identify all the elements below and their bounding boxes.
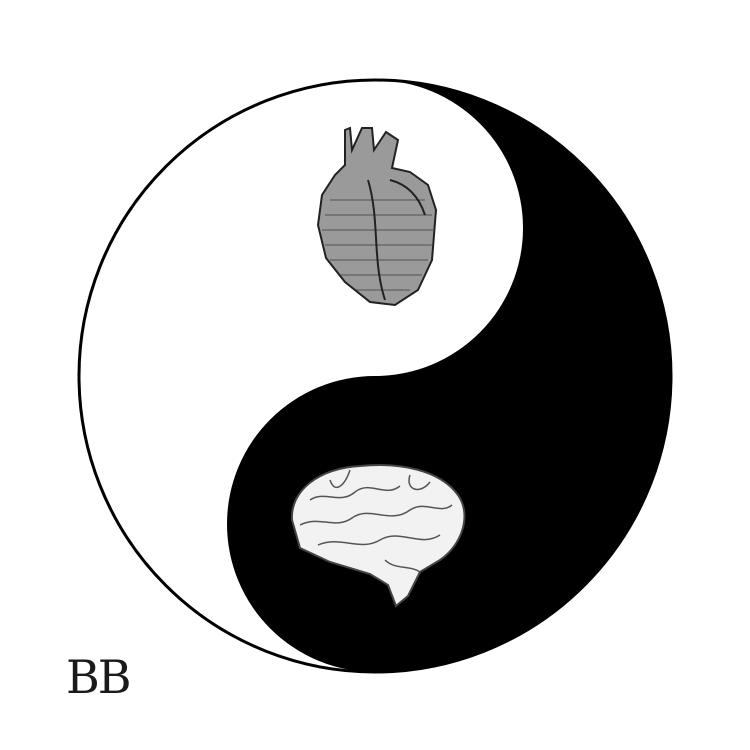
brain-icon	[290, 464, 466, 608]
artist-signature: BB	[66, 650, 132, 704]
heart-icon	[316, 126, 438, 307]
